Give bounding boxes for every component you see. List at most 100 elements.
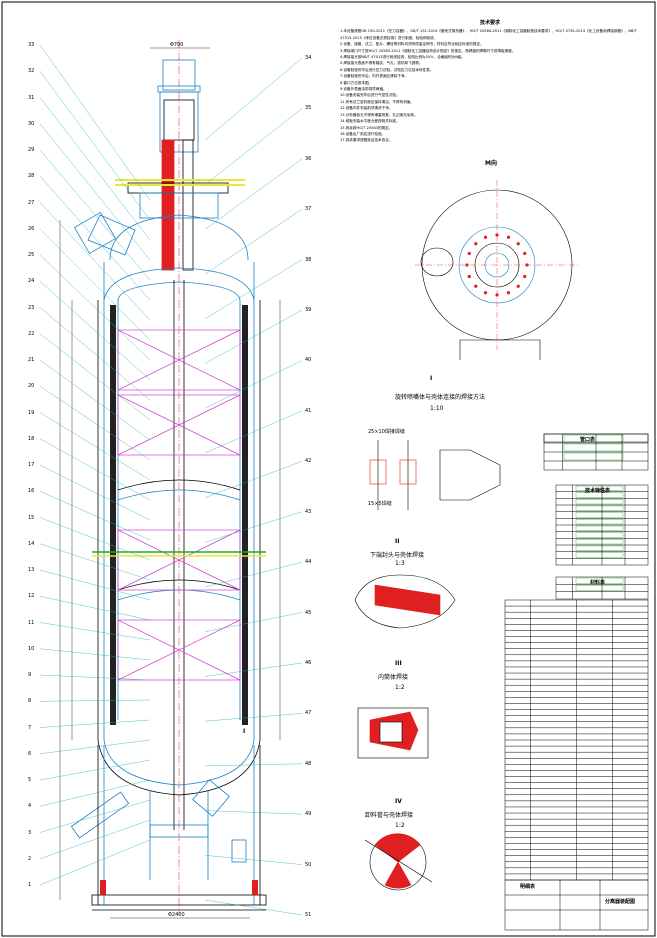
note-line: 17.其余要求按图纸及技术协议。 xyxy=(340,138,393,143)
part-number-46: 46 xyxy=(305,659,312,666)
nozzle-table xyxy=(543,433,649,471)
bolt-hole xyxy=(483,291,488,295)
leader-line xyxy=(204,713,303,722)
notes-list: 1.本设备按照GB 150-2011《压力容器》、GB/T 151-2014《管… xyxy=(340,28,640,143)
note-line: 2.设备、接管、法兰、垫片、螺栓等材料均须有质量证明书，材料应符合相应标准的规定… xyxy=(340,42,484,47)
leader-line xyxy=(204,309,303,364)
leader-line xyxy=(39,622,151,641)
part-number-51: 51 xyxy=(305,912,312,918)
note-line: 7.设备制造完毕后，内外表面应清除干净。 xyxy=(340,74,409,79)
leader-line xyxy=(39,779,151,807)
note-line: 15.其余按HG/T 20584的规定。 xyxy=(340,125,393,130)
part-number-38: 38 xyxy=(305,256,312,263)
part-number-45: 45 xyxy=(305,609,312,616)
detail-II-title: II xyxy=(395,538,400,545)
leader-line xyxy=(204,612,303,632)
part-number-6: 6 xyxy=(28,750,32,757)
note-line: 14.塔板安装水平度允差按相关标准。 xyxy=(340,119,400,124)
leader-line xyxy=(204,461,303,498)
part-number-31: 31 xyxy=(28,94,35,101)
nozzle-table-header: 管口表 xyxy=(580,437,596,443)
detail-III-scale: 1:2 xyxy=(395,684,405,691)
leader-line xyxy=(39,648,151,661)
detail-II-caption: 下端封头与壳体焊接 xyxy=(370,552,425,559)
leader-line xyxy=(39,839,151,886)
bolt-hole xyxy=(474,284,478,288)
part-number-26: 26 xyxy=(28,225,35,232)
part-number-7: 7 xyxy=(28,724,32,731)
part-number-1: 1 xyxy=(28,882,32,888)
note-line: 12.设备内件安装前须清洗干净。 xyxy=(340,106,393,111)
note-line: 6.设备制造完毕后进行压力试验，试验压力见技术特性表。 xyxy=(340,67,434,72)
detail-I-caption: 旋转喷嘴体与壳体连接的焊接方法 xyxy=(395,394,486,401)
part-number-19: 19 xyxy=(28,409,35,416)
leader-line xyxy=(39,149,151,281)
part-number-15: 15 xyxy=(28,514,35,521)
part-number-39: 39 xyxy=(305,307,312,314)
part-number-49: 49 xyxy=(305,811,312,818)
bolt-hole xyxy=(465,263,469,267)
note-line: 4.焊接接头按NB/T 47013进行射线检测，检测比例为20%，合格级别为Ⅲ级… xyxy=(340,55,465,60)
title-block xyxy=(504,879,649,931)
leader-line xyxy=(39,386,151,461)
bolt-hole xyxy=(525,263,529,267)
leader-line xyxy=(39,176,151,301)
part-number-21: 21 xyxy=(28,357,35,363)
part-number-44: 44 xyxy=(305,559,312,566)
bolt-hole xyxy=(516,242,520,246)
leader-line xyxy=(39,569,151,601)
bolt-hole xyxy=(506,235,511,239)
detail-I-scale: 1:10 xyxy=(430,405,444,412)
note-line: 3.焊接坡口尺寸按HG/T 20583-2011《钢制化工容器结构设计规定》的规… xyxy=(340,48,516,53)
leader-line xyxy=(39,596,151,621)
detail-I-drawing xyxy=(369,440,501,510)
part-number-17: 17 xyxy=(28,462,35,468)
part-number-8: 8 xyxy=(28,698,32,705)
bolt-hole xyxy=(467,251,471,256)
leader-lines-left xyxy=(39,44,151,886)
leader-line xyxy=(204,855,303,865)
part-number-12: 12 xyxy=(28,593,35,600)
part-number-23: 23 xyxy=(28,304,35,311)
leader-line xyxy=(39,819,151,859)
part-number-47: 47 xyxy=(305,710,312,717)
leader-line xyxy=(204,810,303,815)
part-number-37: 37 xyxy=(305,206,312,213)
bolt-hole xyxy=(523,251,527,256)
detail-III-title: III xyxy=(395,660,402,667)
vessel-main-view xyxy=(59,40,281,919)
leader-line xyxy=(204,57,303,141)
note-line: 5.焊接接头表面不得有裂纹、气孔、弧坑和飞溅物。 xyxy=(340,61,423,66)
leader-line xyxy=(39,359,151,441)
m-view-label: M向 xyxy=(485,160,497,167)
part-number-25: 25 xyxy=(28,252,35,258)
detail-IV-drawing xyxy=(364,833,433,891)
leader-line xyxy=(204,511,303,543)
bolt-hole xyxy=(483,235,488,239)
leader-line xyxy=(204,158,303,230)
part-number-16: 16 xyxy=(28,488,35,495)
technical-notes: 技术要求 1.本设备按照GB 150-2011《压力容器》、GB/T 151-2… xyxy=(340,20,640,144)
top-dimension: Φ700 xyxy=(170,42,184,48)
bolt-hole xyxy=(516,284,520,288)
leader-line xyxy=(39,674,151,681)
detail-I-title: I xyxy=(430,375,433,382)
part-number-36: 36 xyxy=(305,155,312,162)
part-number-18: 18 xyxy=(28,435,35,442)
part-number-27: 27 xyxy=(28,199,35,206)
parts-list-title: 明细表 xyxy=(520,884,536,890)
bolt-hole xyxy=(467,274,471,279)
material-table-header: 材料表 xyxy=(590,580,606,586)
part-number-28: 28 xyxy=(28,173,35,180)
part-number-4: 4 xyxy=(28,803,32,810)
leader-line xyxy=(39,254,151,361)
part-number-41: 41 xyxy=(305,407,312,414)
material-table xyxy=(555,576,649,600)
leader-line xyxy=(39,438,151,501)
weld-note-2: 15×5焊缝 xyxy=(368,501,392,507)
part-number-11: 11 xyxy=(28,619,35,626)
detail-III-drawing xyxy=(357,707,429,759)
bolt-hole xyxy=(474,242,478,246)
